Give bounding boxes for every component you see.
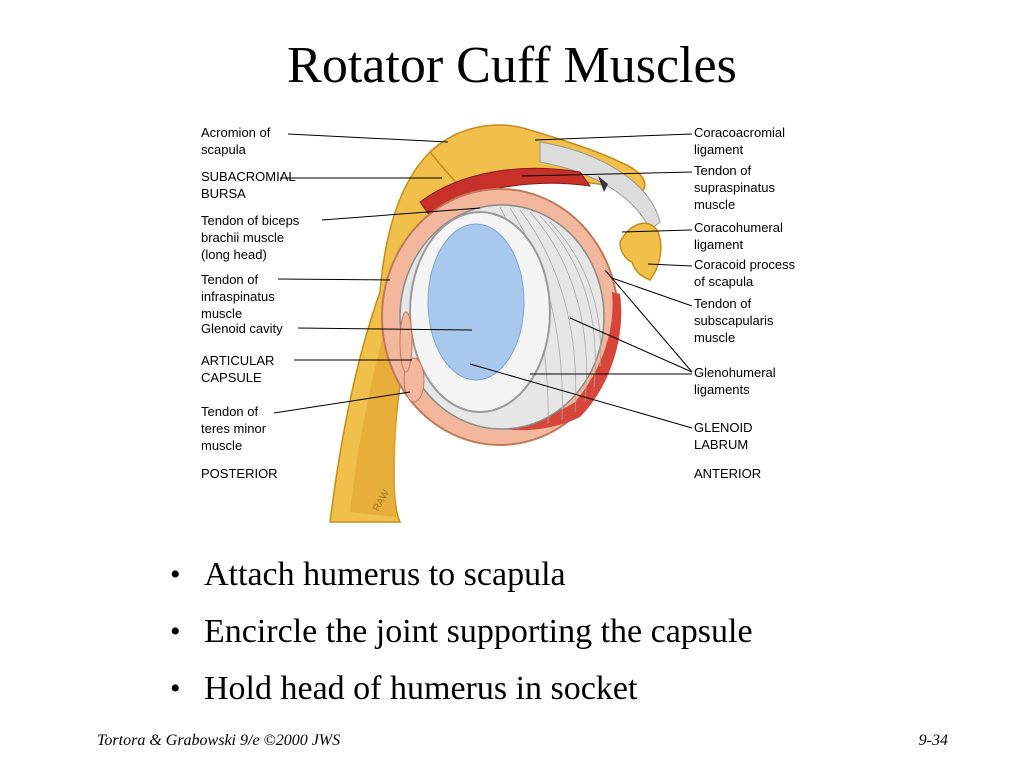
bullet-dot-icon: • xyxy=(170,615,181,648)
coracoid-process xyxy=(619,222,662,281)
footer-citation: Tortora & Grabowski 9/e ©2000 JWS xyxy=(97,732,341,749)
footer-page-number: 9-34 xyxy=(918,732,948,749)
label-glenoid-cavity: Glenoid cavity xyxy=(201,321,283,336)
diagram-illustration: RAW xyxy=(273,124,693,523)
leader-lines xyxy=(273,133,693,429)
biceps-tendon xyxy=(598,176,608,192)
glenoid-cavity xyxy=(427,223,525,381)
bullet-item: •Attach humerus to scapula xyxy=(166,546,753,603)
bullet-dot-icon: • xyxy=(170,672,181,705)
bullet-item: •Hold head of humerus in socket xyxy=(166,660,753,717)
bullet-item: •Encircle the joint supporting the capsu… xyxy=(166,603,753,660)
infraspinatus-tendon xyxy=(399,311,413,373)
label-anterior: ANTERIOR xyxy=(694,466,762,481)
bullet-dot-icon: • xyxy=(170,558,181,591)
bullet-list: •Attach humerus to scapula •Encircle the… xyxy=(166,546,753,717)
label-posterior: POSTERIOR xyxy=(201,466,278,481)
slide-title: Rotator Cuff Muscles xyxy=(287,37,737,94)
